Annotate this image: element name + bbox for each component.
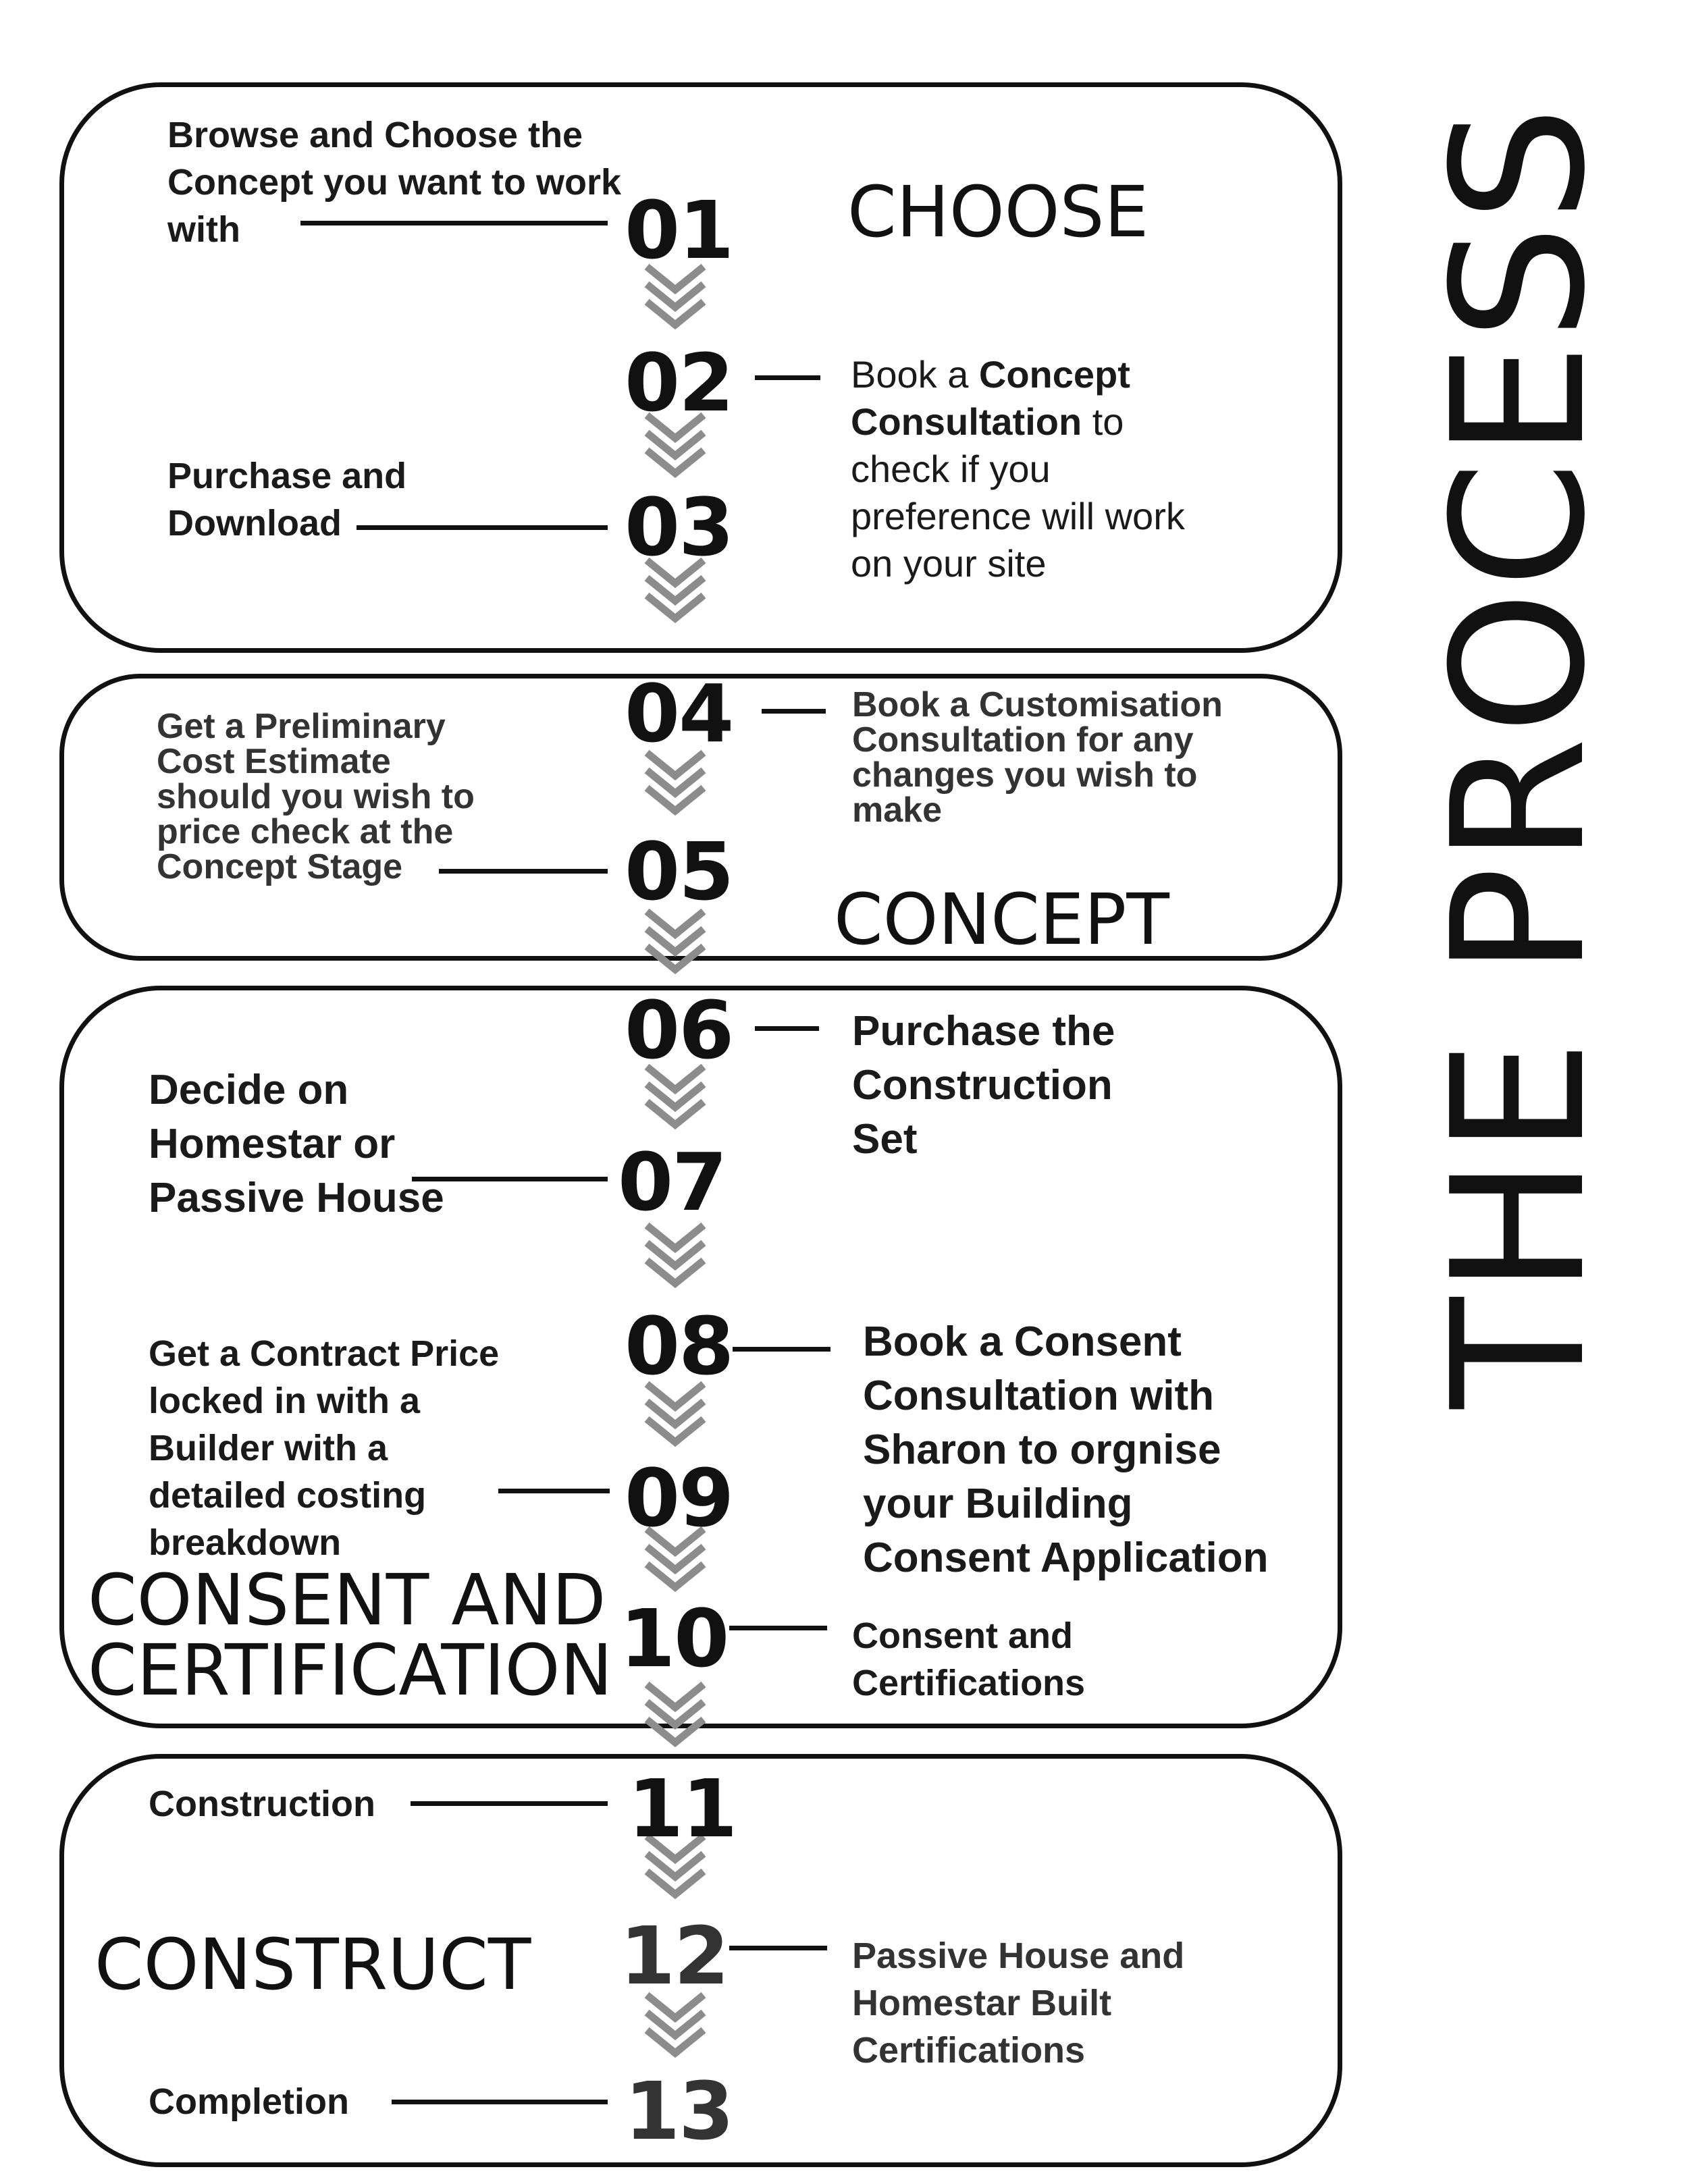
step-number-08: 08 (625, 1300, 734, 1393)
step-text-01-line2: Concept you want to work (167, 162, 622, 203)
step-text-05-line4: price check at the (157, 812, 454, 851)
step-text-08-line3: Sharon to orgnise (863, 1427, 1221, 1473)
step-text-07-line1: Decide on (149, 1067, 349, 1113)
step-text-03-line2: Download (167, 503, 342, 543)
step-text-12-line2: Homestar Built (852, 1983, 1112, 2023)
step-text-09-line2: locked in with a (149, 1381, 421, 1421)
step-number-12: 12 (620, 1909, 729, 2002)
stage-label-concept: CONCEPT (834, 878, 1169, 961)
step-text-08-line2: Consultation with (863, 1373, 1215, 1419)
step-text-07-line2: Homestar or (149, 1121, 396, 1167)
leader-line-05 (439, 869, 608, 874)
leader-line-09 (498, 1489, 610, 1493)
step-text-02: Book a Concept Consultation to check if … (851, 351, 1185, 587)
step-text-08-line1: Book a Consent (863, 1319, 1182, 1365)
stage-label-construct: CONSTRUCT (95, 1923, 531, 2006)
step-text-08: Book a Consent Consultation with Sharon … (863, 1315, 1268, 1585)
stage-label-consent-line2: CERTIFICATION (88, 1629, 613, 1711)
step-text-02-b: Concept (978, 353, 1130, 396)
step-number-05: 05 (625, 825, 734, 918)
step-text-03: Purchase and Download (167, 452, 406, 547)
step-text-04: Book a Customisation Consultation for an… (852, 687, 1223, 828)
step-text-05-line1: Get a Preliminary (157, 707, 446, 746)
step-text-13: Completion (149, 2078, 349, 2125)
stage-box-choose (59, 82, 1342, 653)
step-text-09: Get a Contract Price locked in with a Bu… (149, 1330, 499, 1566)
stage-label-choose: CHOOSE (847, 171, 1149, 253)
step-number-03: 03 (625, 481, 734, 574)
process-title: THE PROCESS (1413, 103, 1625, 1409)
step-text-08-line5: Consent Application (863, 1535, 1269, 1581)
step-number-02: 02 (625, 336, 734, 429)
step-text-04-line2: Consultation for any (852, 720, 1194, 760)
step-text-04-line1: Book a Customisation (852, 685, 1223, 724)
leader-line-06 (755, 1026, 819, 1031)
step-text-02-d: to (1082, 400, 1124, 443)
step-text-02-f: preference will work (851, 495, 1185, 537)
step-text-02-a: Book a (851, 353, 979, 396)
step-text-04-line4: make (852, 791, 942, 830)
stage-label-consent-line1: CONSENT AND (88, 1559, 606, 1641)
leader-line-01 (300, 221, 608, 225)
step-number-04: 04 (625, 667, 734, 760)
step-text-06-line3: Set (852, 1116, 918, 1163)
leader-line-10 (729, 1626, 827, 1630)
step-text-10-line2: Certifications (852, 1663, 1086, 1703)
step-text-07-line3: Passive House (149, 1175, 444, 1221)
step-text-09-line3: Builder with a (149, 1428, 388, 1468)
leader-line-07 (412, 1177, 608, 1181)
step-number-07: 07 (618, 1136, 727, 1229)
step-text-09-line5: breakdown (149, 1522, 342, 1563)
step-text-05-line2: Cost Estimate (157, 742, 391, 781)
step-text-04-line3: changes you wish to (852, 755, 1198, 795)
step-text-01: Browse and Choose the Concept you want t… (167, 111, 621, 253)
step-text-05-line5: Concept Stage (157, 847, 403, 886)
step-number-13: 13 (625, 2065, 734, 2158)
step-text-11-line1: Construction (149, 1784, 375, 1824)
stage-box-construct (59, 1754, 1342, 2167)
step-text-02-e: check if you (851, 448, 1051, 490)
step-number-09: 09 (625, 1451, 734, 1545)
step-text-12-line3: Certifications (852, 2030, 1086, 2071)
leader-line-02 (755, 375, 820, 380)
step-text-09-line4: detailed costing (149, 1475, 427, 1516)
step-text-02-g: on your site (851, 542, 1047, 585)
leader-line-11 (411, 1801, 608, 1806)
step-text-05: Get a Preliminary Cost Estimate should y… (157, 709, 475, 884)
step-text-12: Passive House and Homestar Built Certifi… (852, 1932, 1184, 2074)
step-text-03-line1: Purchase and (167, 456, 407, 496)
leader-line-04 (762, 709, 826, 714)
process-title-container: THE PROCESS (1411, 47, 1627, 1465)
step-text-02-c: Consultation (851, 400, 1082, 443)
step-number-10: 10 (620, 1592, 729, 1685)
step-text-09-line1: Get a Contract Price (149, 1333, 500, 1374)
leader-line-08 (733, 1347, 830, 1352)
leader-line-12 (729, 1946, 827, 1950)
step-text-10: Consent and Certifications (852, 1612, 1085, 1707)
step-text-05-line3: should you wish to (157, 777, 475, 816)
step-text-01-line3: with (167, 209, 240, 250)
step-text-06-line1: Purchase the (852, 1008, 1115, 1055)
step-text-06-line2: Construction (852, 1062, 1113, 1109)
step-number-06: 06 (625, 984, 734, 1077)
step-text-08-line4: your Building (863, 1481, 1133, 1527)
step-text-07: Decide on Homestar or Passive House (149, 1063, 444, 1225)
step-text-01-line1: Browse and Choose the (167, 115, 583, 155)
step-text-10-line1: Consent and (852, 1616, 1074, 1656)
leader-line-03 (357, 525, 608, 530)
step-text-11: Construction (149, 1780, 375, 1828)
step-text-12-line1: Passive House and (852, 1936, 1185, 1976)
step-text-06: Purchase the Construction Set (852, 1005, 1115, 1167)
step-number-11: 11 (628, 1762, 737, 1855)
step-number-01: 01 (625, 184, 734, 277)
step-text-13-line1: Completion (149, 2081, 349, 2122)
leader-line-13 (392, 2100, 608, 2104)
